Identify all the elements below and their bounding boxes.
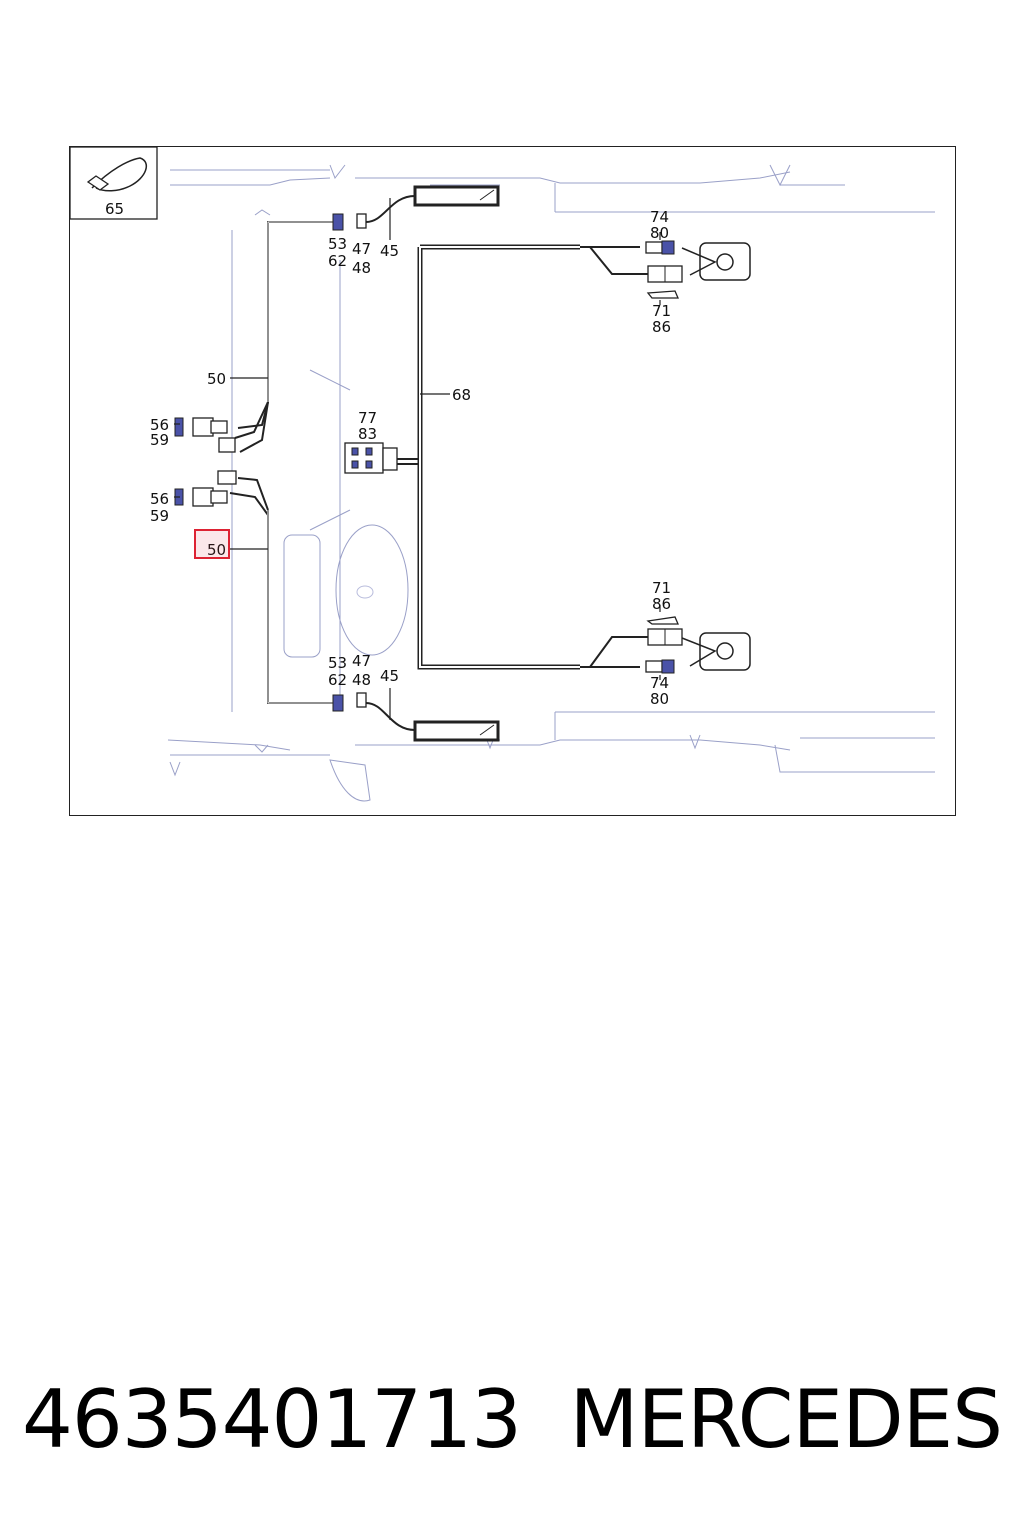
harness-upper-label[interactable]: 50 (207, 370, 226, 388)
sensor-upper-b-label[interactable]: 80 (650, 224, 669, 242)
plug-upper-a-label[interactable]: 56 (150, 416, 169, 434)
part-number: 4635401713 (22, 1373, 522, 1466)
wiring-diagram: 65 (69, 146, 935, 802)
module-a-label[interactable]: 77 (358, 409, 377, 427)
highlight-box[interactable] (194, 529, 230, 559)
conn-lower-d-label[interactable]: 48 (352, 671, 371, 689)
plug-lower-a-label[interactable]: 56 (150, 490, 169, 508)
conn-upper-b-label[interactable]: 62 (328, 252, 347, 270)
plug-upper (174, 417, 236, 453)
sensor-lower-b-label[interactable]: 86 (652, 595, 671, 613)
plug-upper-b-label[interactable]: 59 (150, 431, 169, 449)
lower-sensor (580, 616, 751, 674)
leader-lines (174, 198, 661, 720)
sensor-upper-d-label[interactable]: 86 (652, 318, 671, 336)
harness-lower-label[interactable]: 50 (207, 541, 226, 559)
lamp-lower-label[interactable]: 45 (380, 667, 399, 685)
sensor-lower-d-label[interactable]: 80 (650, 690, 669, 708)
plug-lower-b-label[interactable]: 59 (150, 507, 169, 525)
central-module (344, 244, 580, 670)
module-b-label[interactable]: 83 (358, 425, 377, 443)
callout-labels: 50 50 53 62 47 48 45 53 62 47 48 45 56 5… (150, 208, 671, 708)
sensor-lower-c-label[interactable]: 74 (650, 674, 669, 692)
conn-lower-a-label[interactable]: 53 (328, 654, 347, 672)
left-harness (229, 221, 333, 704)
conn-upper-d-label[interactable]: 48 (352, 259, 371, 277)
sensor-upper-a-label[interactable]: 74 (650, 208, 669, 226)
clip-tie-inset: 65 (69, 146, 158, 220)
conn-upper-a-label[interactable]: 53 (328, 235, 347, 253)
lower-connector-lamp (332, 692, 500, 742)
caption-bar: 4635401713 MERCEDES (0, 1370, 1024, 1470)
main-cable-label[interactable]: 68 (452, 386, 471, 404)
sensor-upper-c-label[interactable]: 71 (652, 302, 671, 320)
upper-sensor (580, 240, 751, 299)
lamp-upper-label[interactable]: 45 (380, 242, 399, 260)
clip-tie-label: 65 (105, 200, 124, 218)
conn-lower-c-label[interactable]: 47 (352, 652, 371, 670)
plug-lower (174, 470, 237, 507)
brand-name: MERCEDES (569, 1373, 1003, 1466)
sensor-lower-a-label[interactable]: 71 (652, 579, 671, 597)
diagram-frame (69, 146, 956, 816)
vehicle-outline (167, 164, 935, 802)
upper-connector-lamp (332, 185, 500, 231)
conn-upper-c-label[interactable]: 47 (352, 240, 371, 258)
conn-lower-b-label[interactable]: 62 (328, 671, 347, 689)
